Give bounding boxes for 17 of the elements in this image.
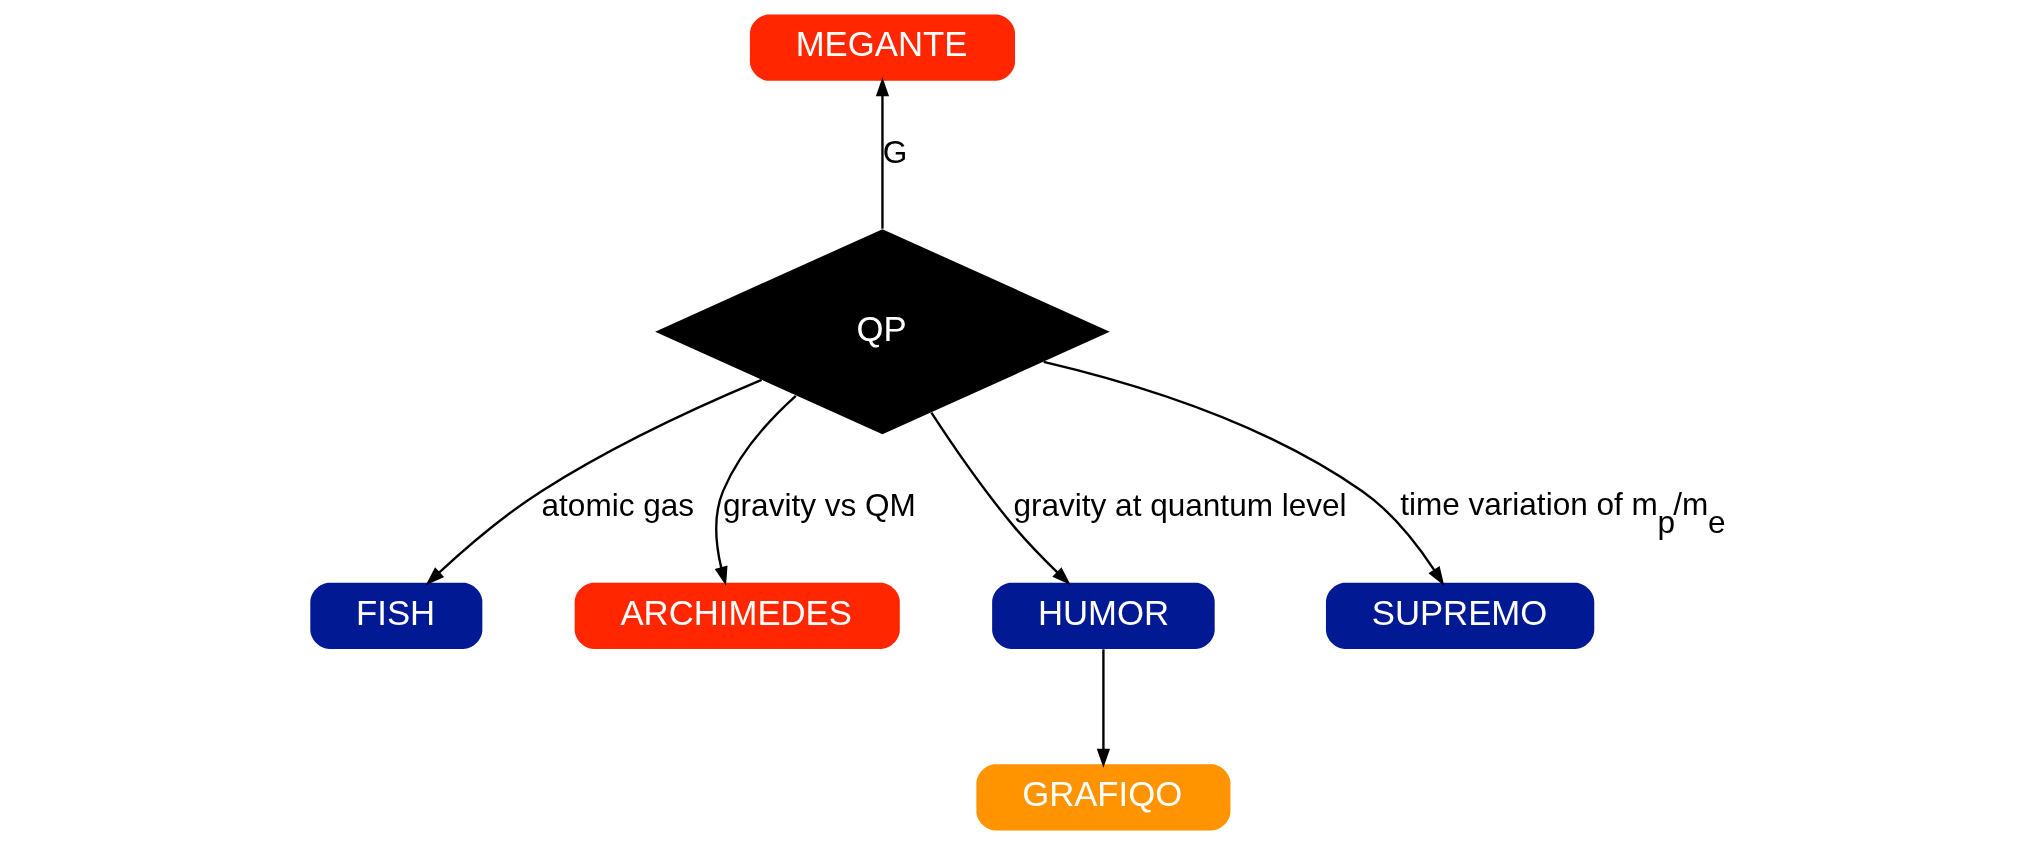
arrow: [425, 378, 763, 586]
node-box: GRAFIQO: [976, 764, 1231, 831]
node-box: SUPREMO: [1325, 582, 1595, 649]
node-box: MEGANTE: [749, 14, 1016, 81]
node-box: FISH: [310, 582, 483, 649]
node-diamond: QP: [655, 229, 1110, 435]
node-box: ARCHIMEDES: [574, 582, 900, 649]
arrow: [875, 77, 890, 229]
arrow: [930, 412, 1071, 586]
edge-label: atomic gas: [541, 487, 695, 524]
arrow: [1043, 360, 1445, 586]
arrow: [714, 394, 797, 586]
edge-label: G: [882, 133, 908, 170]
edge-label: gravity vs QM: [723, 487, 916, 524]
arrow: [1096, 649, 1111, 768]
edge-label: gravity at quantum level: [1013, 487, 1347, 524]
node-box: HUMOR: [992, 582, 1215, 649]
